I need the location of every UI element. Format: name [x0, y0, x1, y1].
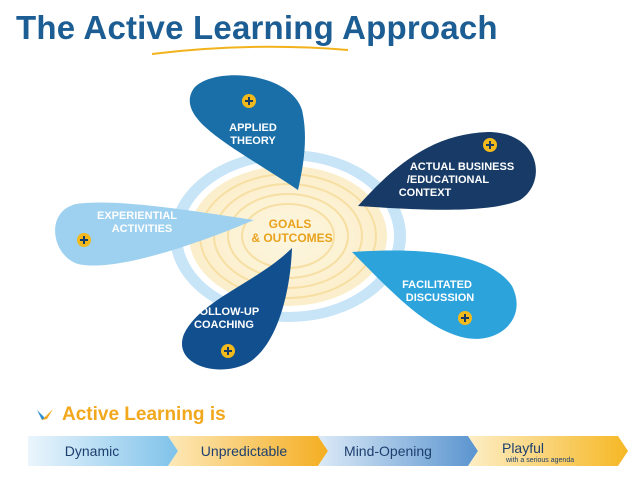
petal-facilitated-discussion-line2: DISCUSSION	[406, 292, 475, 304]
plus-icon	[221, 344, 235, 358]
trait-mind-opening-arrow	[318, 436, 478, 466]
swoosh-icon	[37, 409, 53, 420]
petal-experiential-activities-line1: EXPERIENTIAL	[97, 210, 177, 222]
trait-mind-opening-label: Mind-Opening	[344, 443, 432, 459]
traits-bar: Dynamic Unpredictable Mind-Opening Playf…	[28, 436, 628, 466]
trait-unpredictable-arrow	[168, 436, 328, 466]
plus-icon	[242, 94, 256, 108]
center-label-line2: & OUTCOMES	[251, 231, 332, 245]
petal-facilitated-discussion-line1: FACILITATED	[402, 279, 472, 291]
plus-icon	[458, 311, 472, 325]
page-title: The Active Learning Approach	[16, 9, 498, 46]
trait-playful-arrow	[468, 436, 628, 466]
section-heading: Active Learning is	[36, 402, 226, 428]
active-learning-diagram: GOALS & OUTCOMES APPLIED THEORY ACTUAL B…	[55, 75, 536, 370]
petal-actual-business-line1: ACTUAL BUSINESS	[410, 161, 514, 173]
title-underline-swoosh	[151, 45, 349, 55]
trait-dynamic-arrow	[28, 436, 178, 466]
trait-unpredictable-label: Unpredictable	[201, 443, 288, 459]
petal-applied-theory-line1: APPLIED	[229, 122, 277, 134]
petal-experiential-activities	[55, 202, 254, 266]
petal-actual-business-line3: CONTEXT	[399, 187, 452, 199]
plus-icon	[483, 138, 497, 152]
petal-follow-up-coaching-line1: FOLLOW-UP	[193, 306, 259, 318]
trait-dynamic-label: Dynamic	[65, 443, 119, 459]
center-label-line1: GOALS	[269, 217, 312, 231]
petal-facilitated-discussion	[352, 250, 517, 339]
petal-experiential-activities-line2: ACTIVITIES	[112, 223, 173, 235]
petal-applied-theory-line2: THEORY	[230, 135, 276, 147]
trait-playful-label: Playful	[502, 440, 544, 456]
petal-actual-business-line2: /EDUCATIONAL	[407, 174, 490, 186]
petal-follow-up-coaching	[181, 248, 292, 370]
center-disc	[189, 166, 387, 306]
section-heading-text: Active Learning is	[62, 404, 226, 425]
plus-icon	[77, 233, 91, 247]
trait-playful-sub: with a serious agenda	[505, 457, 574, 464]
petal-follow-up-coaching-line2: COACHING	[194, 319, 254, 331]
petal-applied-theory	[189, 75, 305, 190]
